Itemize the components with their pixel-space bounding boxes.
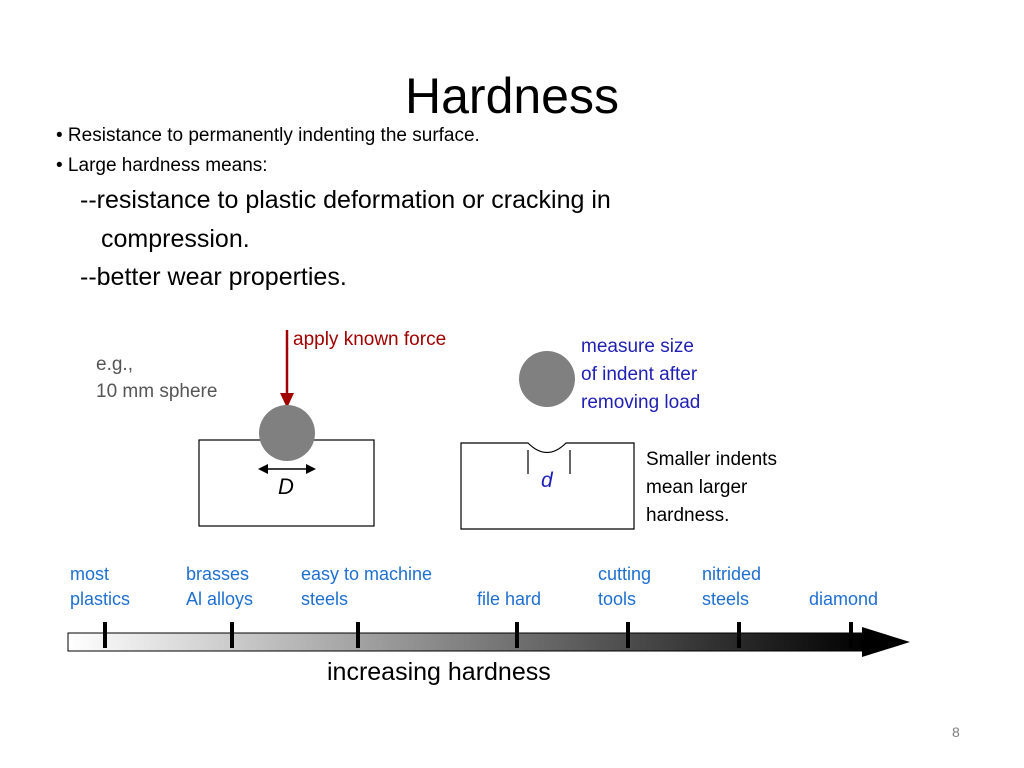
tick-brasses xyxy=(230,622,234,648)
bullet-resistance: • Resistance to permanently indenting th… xyxy=(56,125,480,146)
hardness-arrow-head xyxy=(862,627,910,657)
scale-label-most: most xyxy=(70,564,110,584)
indent-symbol: d xyxy=(541,469,553,492)
scale-label-tools: tools xyxy=(598,589,637,609)
example-label-eg: e.g., xyxy=(96,354,133,375)
smaller-line-3: hardness. xyxy=(646,505,730,526)
tick-most-plastics xyxy=(103,622,107,648)
scale-label-brasses: brasses xyxy=(186,564,250,584)
measure-line-2: of indent after xyxy=(581,364,698,385)
force-label: apply known force xyxy=(293,329,447,350)
scale-label-plastics: plastics xyxy=(70,589,131,609)
tick-file-hard xyxy=(515,622,519,648)
force-arrow-head xyxy=(280,393,294,408)
smaller-line-2: mean larger xyxy=(646,477,748,498)
diameter-arrow-left-head xyxy=(258,464,268,474)
tick-easy-machine xyxy=(356,622,360,648)
diameter-symbol: D xyxy=(278,474,294,499)
scale-label-nitrided-steels: steels xyxy=(702,589,750,609)
scale-label-steels: steels xyxy=(301,589,349,609)
smaller-line-1: Smaller indents xyxy=(646,449,777,470)
indenter-sphere xyxy=(259,405,315,461)
sub-line-wear: --better wear properties. xyxy=(80,263,347,291)
diameter-arrow-right-head xyxy=(306,464,316,474)
removed-sphere xyxy=(519,351,575,407)
scale-label-diamond: diamond xyxy=(809,589,879,609)
hardness-gradient-bar xyxy=(67,632,869,652)
scale-label-al-alloys: Al alloys xyxy=(186,589,254,609)
measure-line-1: measure size xyxy=(581,336,694,357)
specimen-block-right xyxy=(460,442,635,530)
scale-label-file-hard: file hard xyxy=(477,589,542,609)
slide-title: Hardness xyxy=(405,68,619,124)
sub-line-plastic-deformation: --resistance to plastic deformation or c… xyxy=(80,186,611,214)
scale-label-cutting: cutting xyxy=(598,564,652,584)
measure-line-3: removing load xyxy=(581,392,701,413)
tick-nitrided xyxy=(737,622,741,648)
example-label-sphere: 10 mm sphere xyxy=(96,381,218,402)
scale-label-nitrided: nitrided xyxy=(702,564,762,584)
tick-diamond xyxy=(849,622,853,648)
scale-label-easy-machine: easy to machine xyxy=(301,564,433,584)
page-number: 8 xyxy=(952,724,960,740)
bullet-large-hardness: • Large hardness means: xyxy=(56,155,268,176)
axis-label-increasing-hardness: increasing hardness xyxy=(327,658,551,686)
tick-cutting-tools xyxy=(626,622,630,648)
sub-line-compression: compression. xyxy=(101,225,250,253)
